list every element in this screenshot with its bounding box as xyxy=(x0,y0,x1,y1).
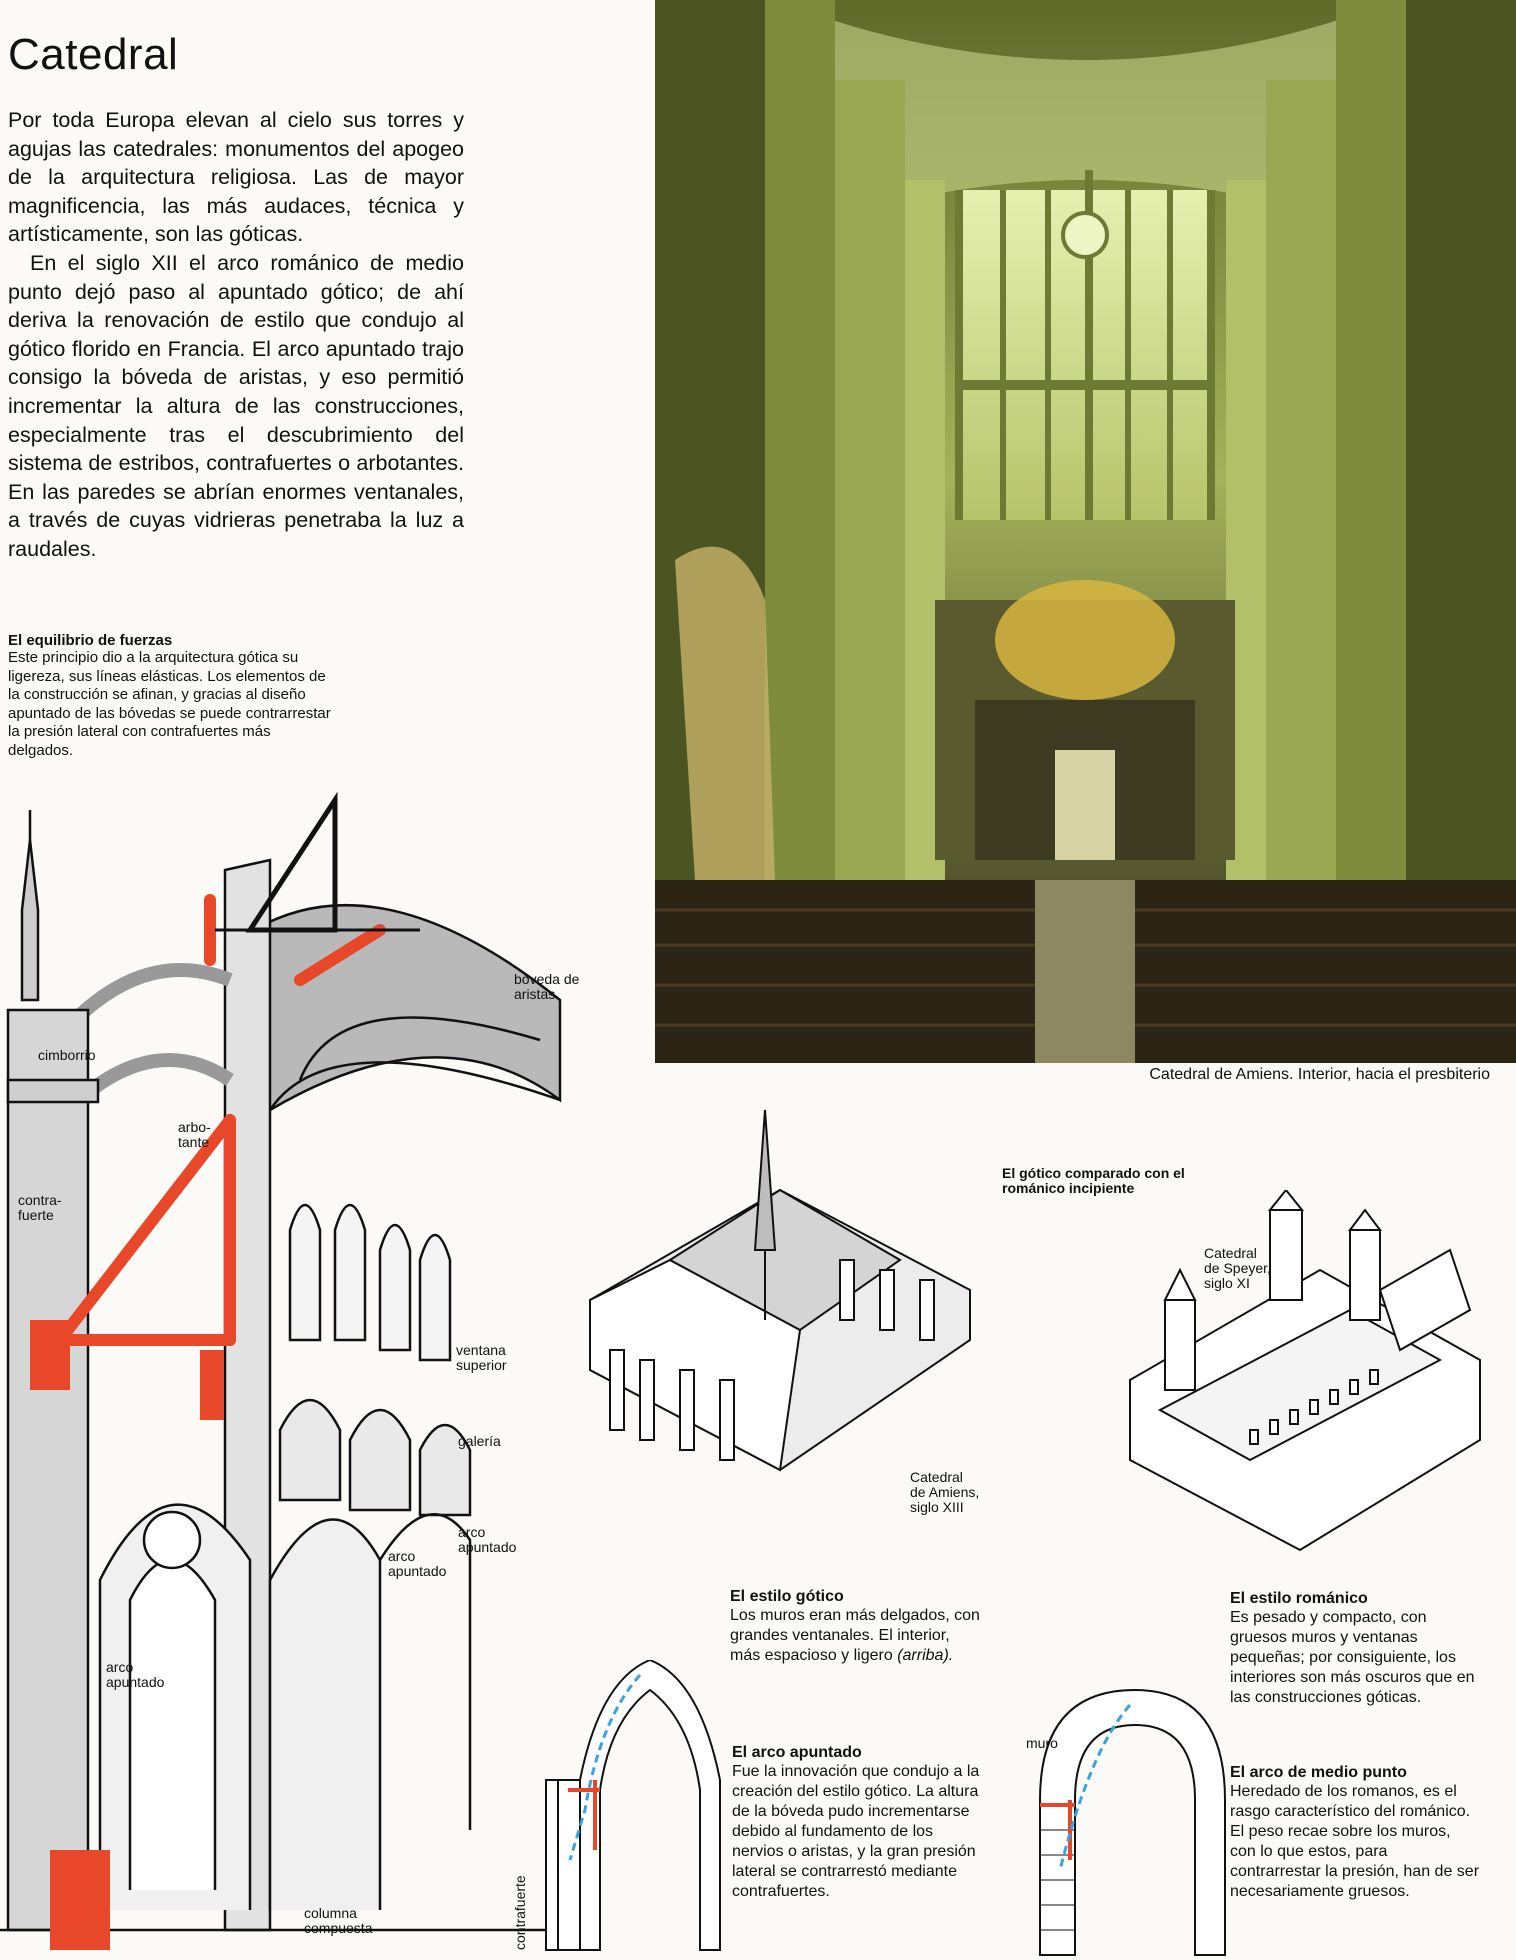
equilibrio-body: Este principio dio a la arquitectura gót… xyxy=(8,649,331,759)
label-arco-apuntado-right: arco apuntado xyxy=(458,1525,516,1555)
speyer-label-line3: siglo XI xyxy=(1204,1275,1250,1291)
equilibrio-title: El equilibrio de fuerzas xyxy=(8,632,173,649)
amiens-label-line3: siglo XIII xyxy=(910,1499,964,1515)
amiens-label: Catedral de Amiens, siglo XIII xyxy=(910,1470,979,1515)
label-arco-right-line2: apuntado xyxy=(458,1539,517,1555)
estilo-romanico-body: Es pesado y compacto, con gruesos muros … xyxy=(1230,1609,1475,1706)
label-arco-apuntado-left: arco apuntado xyxy=(106,1660,164,1690)
label-columna-line1: columna xyxy=(304,1905,357,1921)
estilo-gotico-block: El estilo gótico Los muros eran más delg… xyxy=(730,1588,980,1666)
contrafuerte-side-label: contrafuerte xyxy=(512,1875,528,1950)
pointed-arch-diagram xyxy=(545,1660,721,1951)
label-arco-mid-line2: apuntado xyxy=(388,1563,447,1579)
speyer-label-line1: Catedral xyxy=(1204,1245,1257,1261)
equilibrio-caption: El equilibrio de fuerzas Este principio … xyxy=(8,632,338,760)
estilo-gotico-body: Los muros eran más delgados, con grandes… xyxy=(730,1606,980,1666)
label-arbotante-line1: arbo- xyxy=(178,1119,211,1135)
amiens-label-line1: Catedral xyxy=(910,1469,963,1485)
label-columna-line2: compuesta xyxy=(304,1920,373,1936)
label-arco-apuntado-mid: arco apuntado xyxy=(388,1549,446,1579)
label-contrafuerte-line1: contra- xyxy=(18,1192,62,1208)
intro-text: Por toda Europa elevan al cielo sus torr… xyxy=(8,106,464,564)
intro-paragraph-1: Por toda Europa elevan al cielo sus torr… xyxy=(8,108,464,247)
amiens-cathedral-drawing xyxy=(589,1109,971,1472)
label-ventana-line1: ventana xyxy=(456,1342,506,1358)
label-arbotante-line2: tante xyxy=(178,1134,210,1150)
label-arbotante: arbo- tante xyxy=(178,1120,211,1150)
speyer-label-line2: de Speyer, xyxy=(1204,1260,1271,1276)
label-arco-left-line1: arco xyxy=(106,1659,134,1675)
estilo-gotico-italic: (arriba). xyxy=(897,1647,954,1664)
intro-paragraph-2: En el siglo XII el arco románico de medi… xyxy=(8,250,464,561)
amiens-interior-photo xyxy=(655,0,1516,1063)
estilo-romanico-block: El estilo románico Es pesado y compacto,… xyxy=(1230,1590,1480,1708)
muro-label: muro xyxy=(1026,1735,1058,1751)
amiens-label-line2: de Amiens, xyxy=(910,1484,980,1500)
gothic-cutaway-diagram xyxy=(0,791,562,1950)
label-boveda-line1: bóveda de xyxy=(514,971,580,987)
estilo-gotico-text: Los muros eran más delgados, con grandes… xyxy=(730,1607,980,1664)
speyer-label: Catedral de Speyer, siglo XI xyxy=(1204,1246,1271,1291)
label-boveda: bóveda de aristas xyxy=(514,972,579,1002)
estilo-romanico-title: El estilo románico xyxy=(1230,1590,1368,1607)
label-cimborrio: cimborrio xyxy=(38,1047,96,1063)
arco-apuntado-body: Fue la innovación que condujo a la creac… xyxy=(732,1763,980,1900)
label-contrafuerte: contra- fuerte xyxy=(18,1193,62,1223)
comparison-title: El gótico comparado con el románico inci… xyxy=(1002,1165,1185,1196)
label-arco-right-line1: arco xyxy=(458,1524,486,1540)
contrafuerte-side-label-wrap: contrafuerte xyxy=(512,1860,532,1950)
estilo-gotico-title: El estilo gótico xyxy=(730,1588,844,1605)
label-ventana-superior: ventana superior xyxy=(456,1343,507,1373)
label-columna-compuesta: columna compuesta xyxy=(304,1906,372,1936)
label-boveda-line2: aristas xyxy=(514,986,556,1002)
photo-caption: Catedral de Amiens. Interior, hacia el p… xyxy=(1149,1066,1490,1083)
page-title: Catedral xyxy=(8,30,179,79)
arco-apuntado-title: El arco apuntado xyxy=(732,1744,862,1761)
arco-medio-punto-body: Heredado de los romanos, es el rasgo car… xyxy=(1230,1783,1480,1900)
arco-apuntado-block: El arco apuntado Fue la innovación que c… xyxy=(732,1744,984,1902)
speyer-cathedral-drawing xyxy=(1129,1190,1481,1552)
arco-medio-punto-title: El arco de medio punto xyxy=(1230,1764,1407,1781)
round-arch-diagram xyxy=(1039,1688,1226,1956)
label-ventana-line2: superior xyxy=(456,1357,507,1373)
label-galeria: galería xyxy=(458,1433,501,1449)
label-contrafuerte-line2: fuerte xyxy=(18,1207,54,1223)
arco-medio-punto-block: El arco de medio punto Heredado de los r… xyxy=(1230,1764,1480,1902)
label-arco-left-line2: apuntado xyxy=(106,1674,165,1690)
label-arco-mid-line1: arco xyxy=(388,1548,416,1564)
